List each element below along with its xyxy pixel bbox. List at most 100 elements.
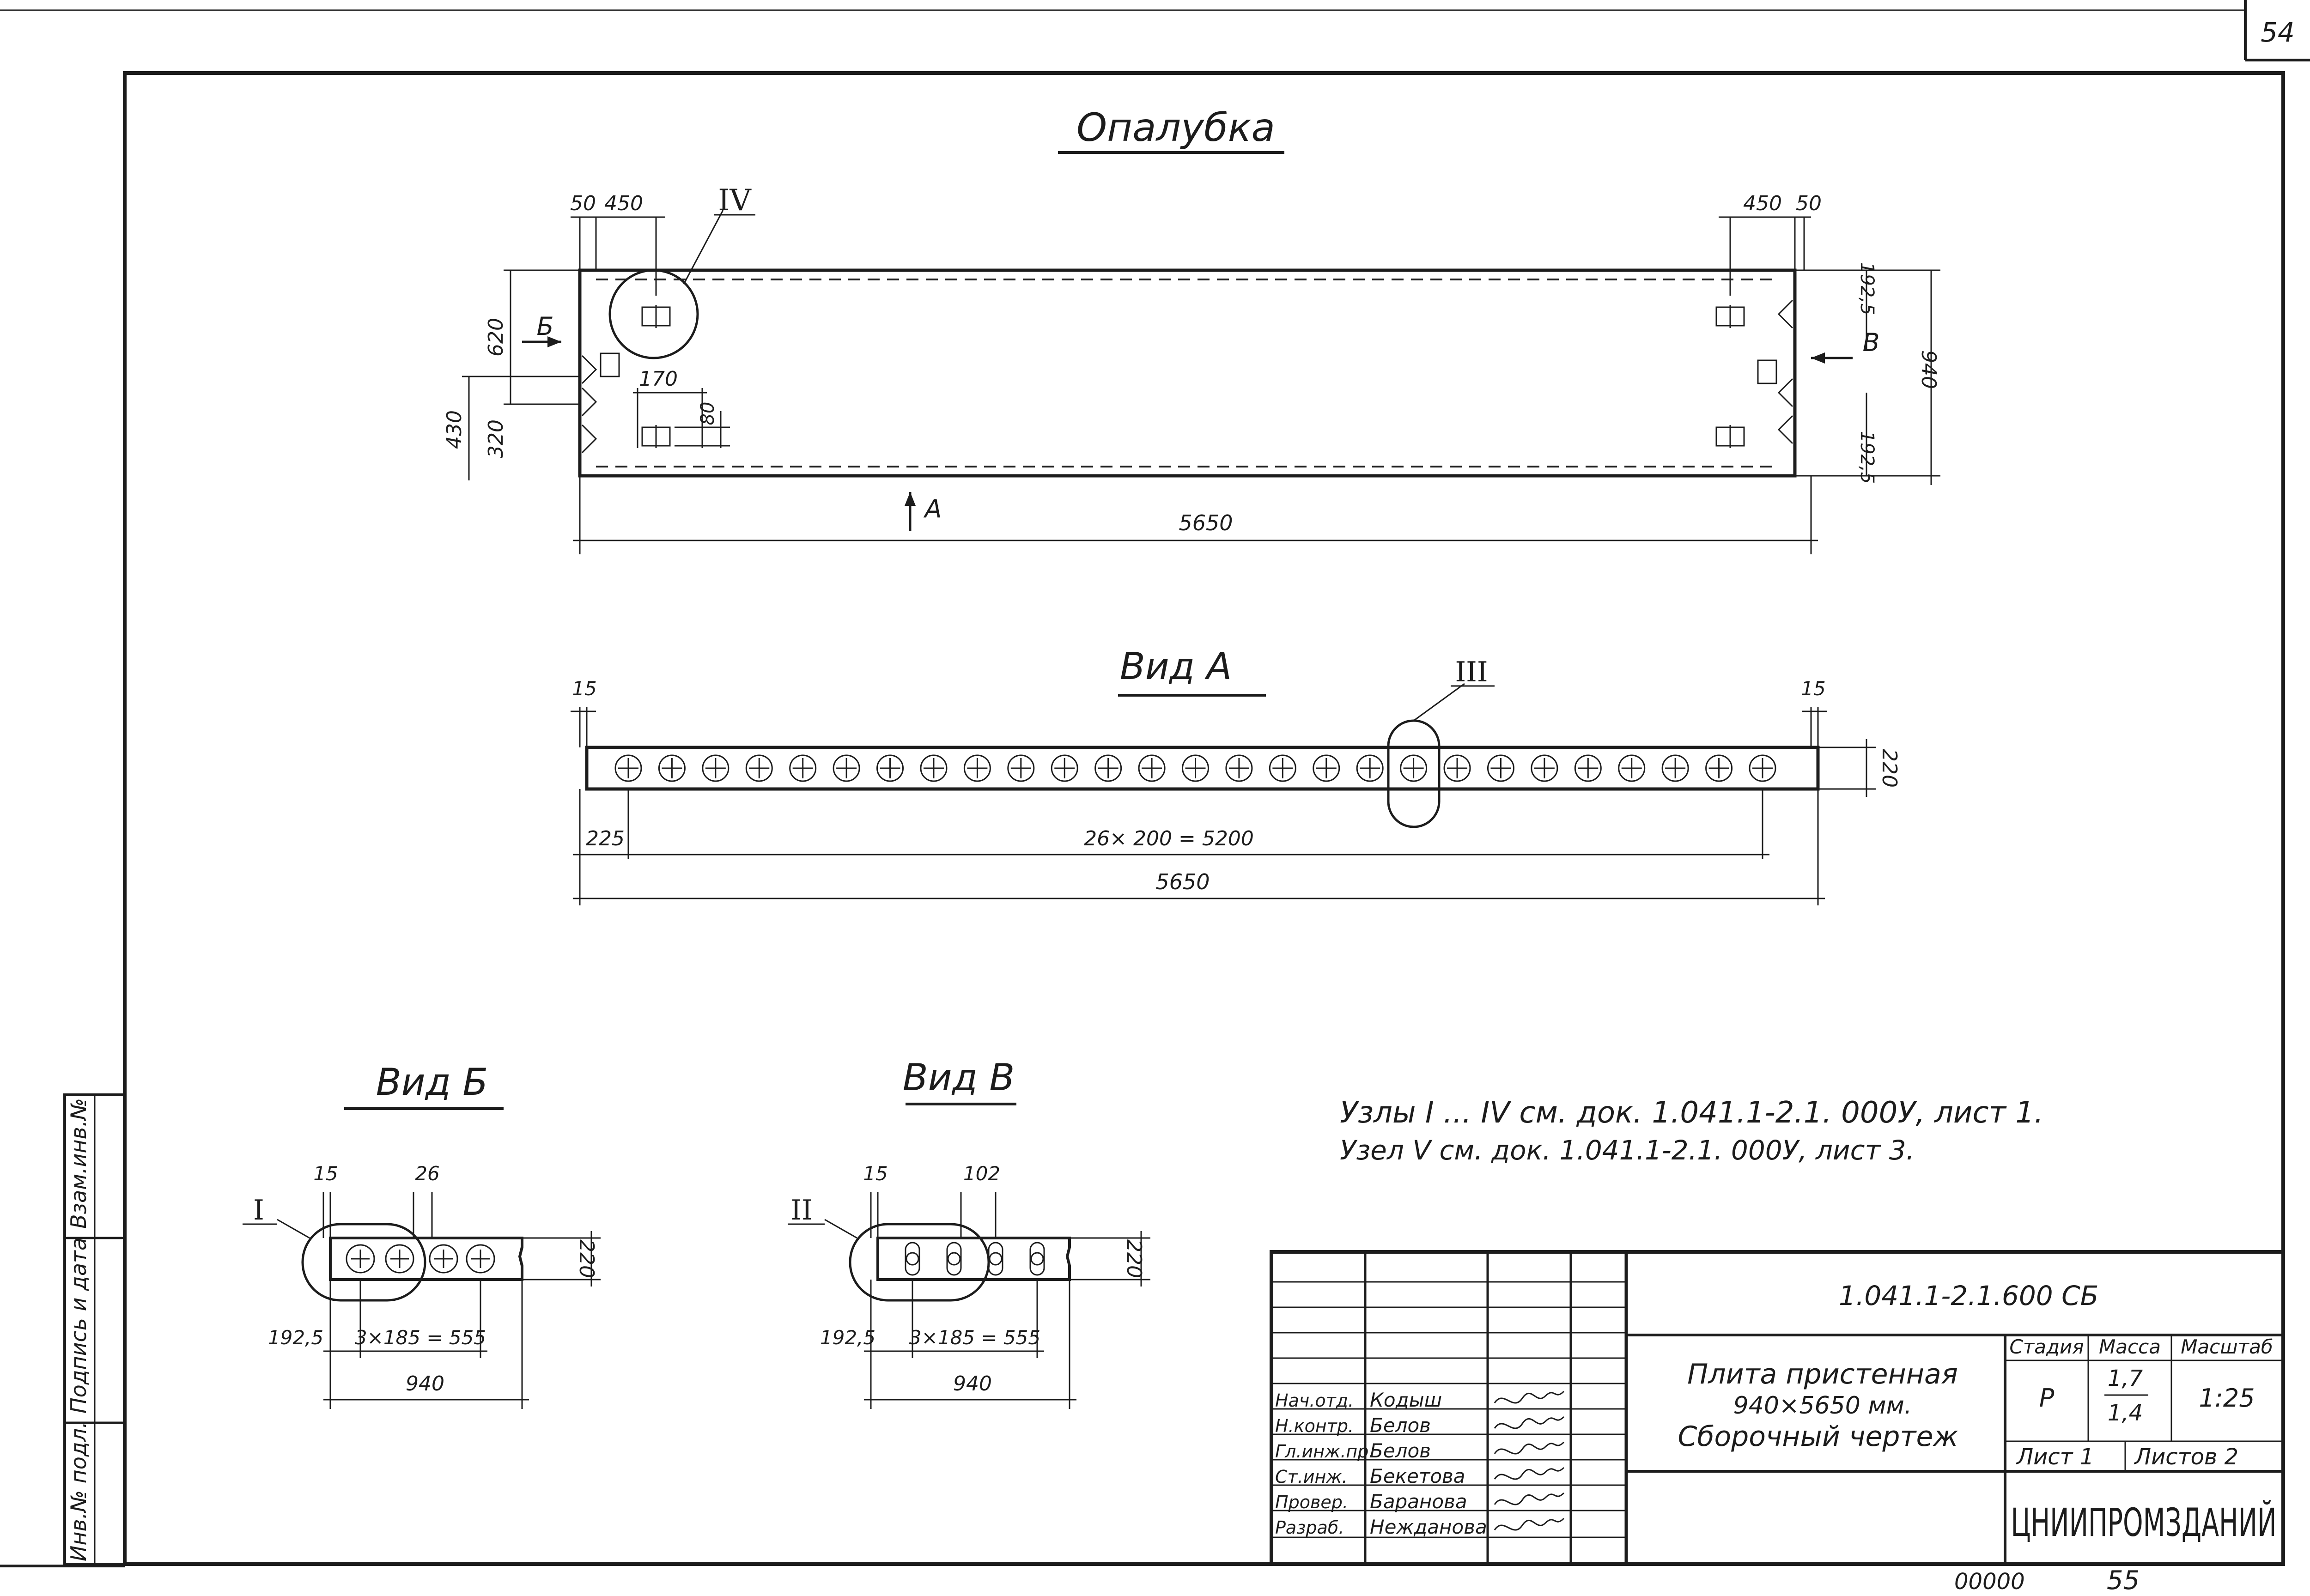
dim-right-top: 192,5 [1856, 262, 1878, 316]
formwork-view-mark-bottom: А [924, 494, 942, 523]
view-a-hole [1618, 754, 1646, 782]
view-a-hole [789, 754, 817, 782]
view-v-node-label: II [790, 1194, 812, 1226]
title-block: Нач.отд.КодышН.контр.БеловГл.инж.пр.Бело… [1270, 1250, 2285, 1566]
title-block-name: Бекетова [1370, 1465, 1465, 1487]
view-a-hole [658, 754, 686, 782]
stamp-bottom: 00000 [1954, 1569, 2025, 1595]
view-a-dim-pitch: 26× 200 = 5200 [1084, 827, 1254, 850]
title-mass-top: 1,7 [2108, 1365, 2143, 1391]
title-block-role: Гл.инж.пр. [1275, 1441, 1374, 1462]
view-v-holes [905, 1242, 1045, 1276]
title-block-name: Белов [1370, 1414, 1431, 1437]
view-b-dim-width: 940 [406, 1372, 444, 1396]
view-a-hole [1051, 754, 1078, 782]
title-block-name: Баранова [1370, 1490, 1467, 1513]
view-a-hole [876, 754, 904, 782]
formwork-node-label: IV [718, 183, 752, 218]
dim-top-right-edge: 50 [1796, 192, 1822, 215]
view-a-hole [702, 754, 729, 782]
signature-mark [1494, 1492, 1565, 1505]
title-block-roles: Нач.отд.КодышН.контр.БеловГл.инж.пр.Бело… [1275, 1389, 1565, 1538]
view-a-hole [614, 754, 642, 782]
formwork-view-mark-right: В [1862, 328, 1879, 357]
view-v-profile [876, 1237, 1071, 1281]
dim-right-total: 940 [1917, 350, 1940, 389]
title-scale-value: 1:25 [2199, 1384, 2255, 1413]
dim-top-left-offset: 450 [604, 192, 643, 215]
view-a-hole [1443, 754, 1471, 782]
view-v-dim-pitch: 3×185 = 555 [909, 1326, 1040, 1349]
view-b-dim-offset: 192,5 [268, 1326, 323, 1349]
formwork-view-mark-left: Б [536, 312, 553, 341]
dim-top-right-offset: 450 [1743, 192, 1782, 215]
view-v-dim-width: 940 [953, 1372, 992, 1396]
signature-mark [1494, 1517, 1565, 1531]
view-a-dim-left-offset: 225 [586, 827, 625, 850]
view-b-dim-gap: 26 [415, 1162, 439, 1185]
title-name-line2: 940×5650 мм. [1733, 1392, 1912, 1420]
notes-line-1: Узлы I ... IV см. док. 1.041.1-2.1. 000У… [1340, 1096, 2043, 1130]
title-doc-code: 1.041.1-2.1.600 СБ [1839, 1280, 2098, 1311]
title-stage-header: Стадия [2009, 1335, 2084, 1358]
view-a-hole [1313, 754, 1340, 782]
title-block-name: Белов [1370, 1439, 1431, 1462]
title-organization: ЦНИИПРОМЗДАНИЙ [2011, 1500, 2277, 1545]
dim-left-lower-total: 430 [443, 410, 466, 449]
sheet-frame [123, 71, 2285, 1566]
title-mass-header: Масса [2099, 1335, 2161, 1358]
dim-inner-width: 170 [639, 367, 678, 391]
view-b: Вид Б I 15 26 220 192,5 3×185 = 555 940 [243, 1061, 601, 1409]
page-number-top: 54 [2261, 17, 2295, 48]
view-v-title: Вид В [903, 1056, 1015, 1099]
side-strip-inv-no-replace: Взам.инв.№ [66, 1098, 91, 1229]
title-block-role: Н.контр. [1275, 1416, 1354, 1436]
view-a-hole [1531, 754, 1558, 782]
title-block-role: Ст.инж. [1275, 1467, 1348, 1487]
dim-left-upper: 620 [484, 318, 508, 357]
formwork-slab-outline [578, 268, 1797, 478]
view-b-dim-height: 220 [575, 1239, 598, 1278]
view-a-slab-outline [585, 746, 1820, 791]
view-v: Вид В II 15 102 220 192,5 3×185 = 555 94… [788, 1056, 1150, 1409]
view-a-hole [1661, 754, 1689, 782]
notes-line-2: Узел V см. док. 1.041.1-2.1. 000У, лист … [1340, 1135, 1915, 1166]
signature-mark [1494, 1467, 1565, 1480]
view-a-dim-height: 220 [1878, 749, 1901, 788]
view-a-hole [1574, 754, 1602, 782]
view-b-dim-pitch: 3×185 = 555 [355, 1326, 486, 1349]
title-scale-header: Масштаб [2181, 1335, 2273, 1358]
view-a-hole [1356, 754, 1384, 782]
view-a-dim-overall: 5650 [1155, 869, 1210, 894]
view-a-hole [1749, 754, 1776, 782]
view-a-hole [833, 754, 860, 782]
dim-inner-height: 80 [697, 402, 718, 425]
dim-overall-length: 5650 [1179, 510, 1233, 535]
title-block-role: Провер. [1275, 1492, 1348, 1512]
embedded-plates [641, 305, 1745, 448]
view-v-dim-gap: 102 [963, 1162, 1000, 1185]
view-a-hole [1094, 754, 1122, 782]
side-strip-inv-no-orig: Инв.№ подл. [66, 1421, 91, 1561]
view-a-title: Вид А [1120, 645, 1232, 688]
dim-top-left-edge: 50 [570, 192, 596, 215]
view-a: Вид А III 15 15 220 225 26× 200 = 5200 5… [571, 645, 1901, 905]
view-a-hole [1138, 754, 1166, 782]
title-block-role: Разраб. [1275, 1517, 1344, 1538]
title-name-line1: Плита пристенная [1687, 1358, 1958, 1390]
view-a-hole [1400, 754, 1428, 782]
view-b-node-label: I [253, 1194, 264, 1226]
view-b-profile [329, 1237, 523, 1281]
dim-left-lower-inner: 320 [484, 419, 508, 458]
view-a-hole [963, 754, 991, 782]
view-a-hole [1182, 754, 1209, 782]
view-a-hole [1225, 754, 1253, 782]
signature-mark [1494, 1441, 1565, 1455]
formwork-title: Опалубка [1076, 105, 1275, 150]
title-stage-value: Р [2039, 1384, 2055, 1413]
view-a-hole [745, 754, 773, 782]
signature-mark [1494, 1416, 1565, 1429]
title-name-line3: Сборочный чертеж [1678, 1420, 1958, 1453]
title-block-role: Нач.отд. [1275, 1390, 1354, 1411]
